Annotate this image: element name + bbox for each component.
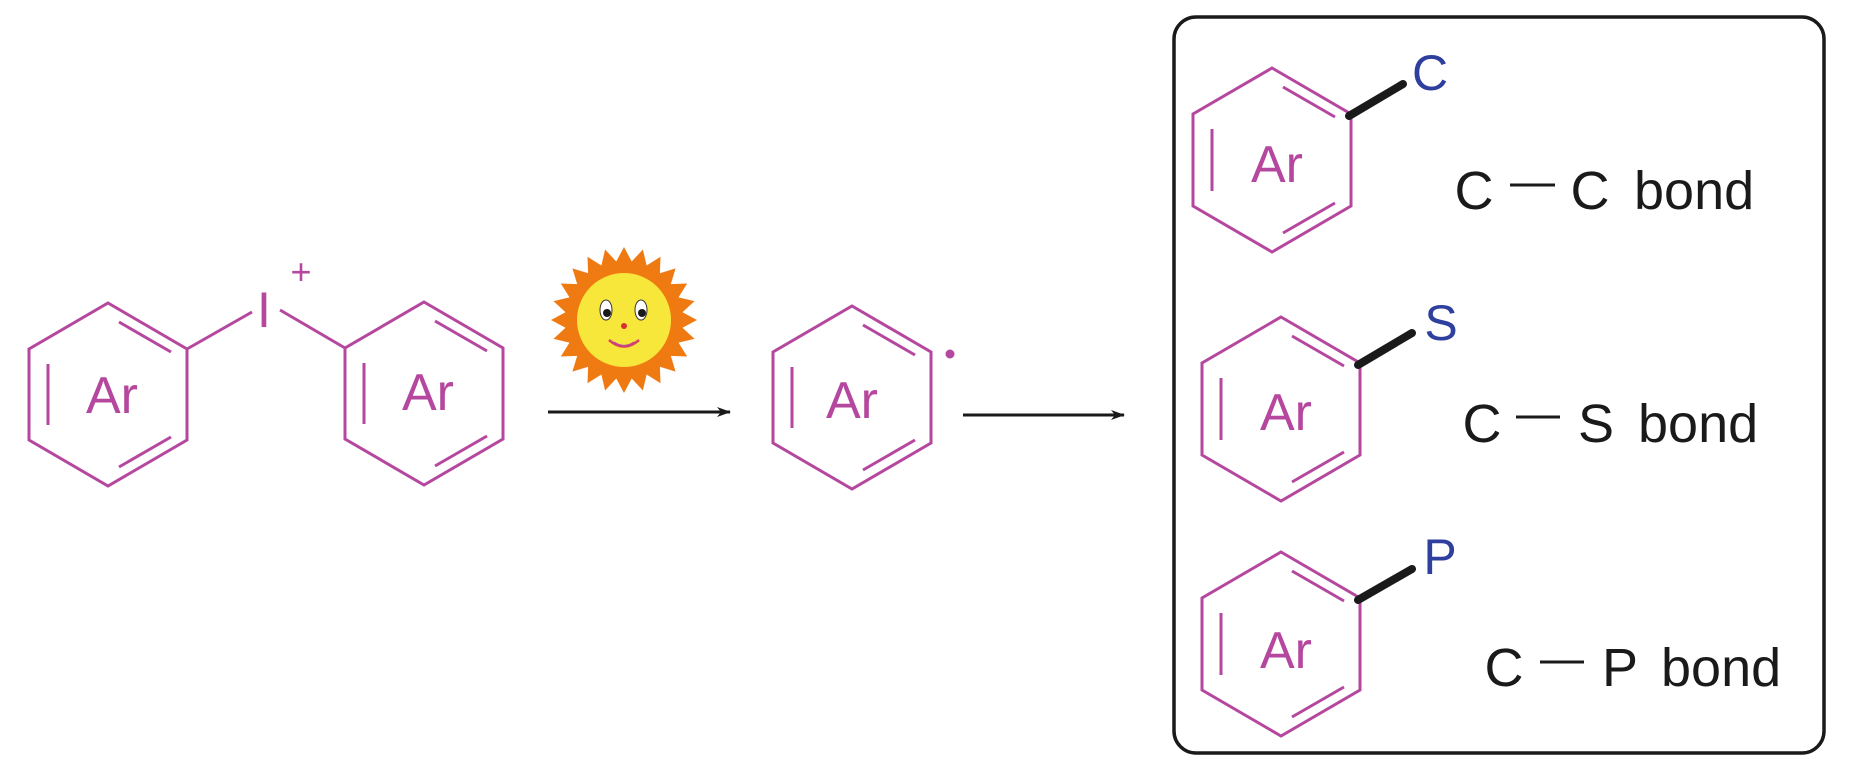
product-2-atom-label: S [1424,295,1457,351]
product-1-bond-left: C [1455,161,1494,221]
product-2-bond-right: S [1578,394,1614,454]
bond-iodine-right-ring [279,308,346,350]
product-1-atom-label: C [1412,45,1448,101]
product-c-p: Ar P C P bond [1200,529,1781,738]
positive-charge-label: + [290,251,311,292]
product-3-bond-left: C [1485,638,1524,698]
intermediate-aryl-radical: Ar [771,304,955,491]
products-box [1172,15,1826,755]
sun-face [577,273,671,367]
product-1-bold-bond [1345,80,1407,120]
bond-left-ring-iodine [186,310,253,351]
right-ring-label: Ar [402,364,454,422]
product-3-ring-label: Ar [1260,622,1312,680]
iodine-label: I [257,282,271,338]
product-2-bold-bond [1354,329,1416,369]
product-3-bond-word: bond [1661,638,1781,698]
product-2-bond-word: bond [1638,394,1758,454]
product-1-bond-word: bond [1634,161,1754,221]
sun-right-pupil [638,309,646,317]
product-2-ring-label: Ar [1260,384,1312,442]
product-2-bond-left: C [1463,394,1502,454]
left-ring-label: Ar [86,367,138,425]
reactant-diaryliodonium: Ar I + Ar [27,251,505,488]
intermediate-benzene-ring [771,304,933,491]
product-c-s: Ar S C S bond [1200,295,1758,503]
sun-nose [621,323,627,329]
product-1-bond-right: C [1571,161,1610,221]
radical-dot [945,349,955,359]
product-3-bond-right: P [1602,638,1638,698]
product-1-ring-label: Ar [1251,136,1303,194]
sun-smile [608,339,640,348]
product-3-bold-bond [1354,565,1416,604]
sun-icon [551,247,697,393]
product-3-atom-label: P [1423,529,1456,585]
sun-left-pupil [603,309,611,317]
product-c-c: Ar C C C bond [1191,45,1754,254]
sun-mouth-accent [613,341,635,347]
right-benzene-ring [343,300,505,487]
intermediate-ring-label: Ar [826,372,878,430]
